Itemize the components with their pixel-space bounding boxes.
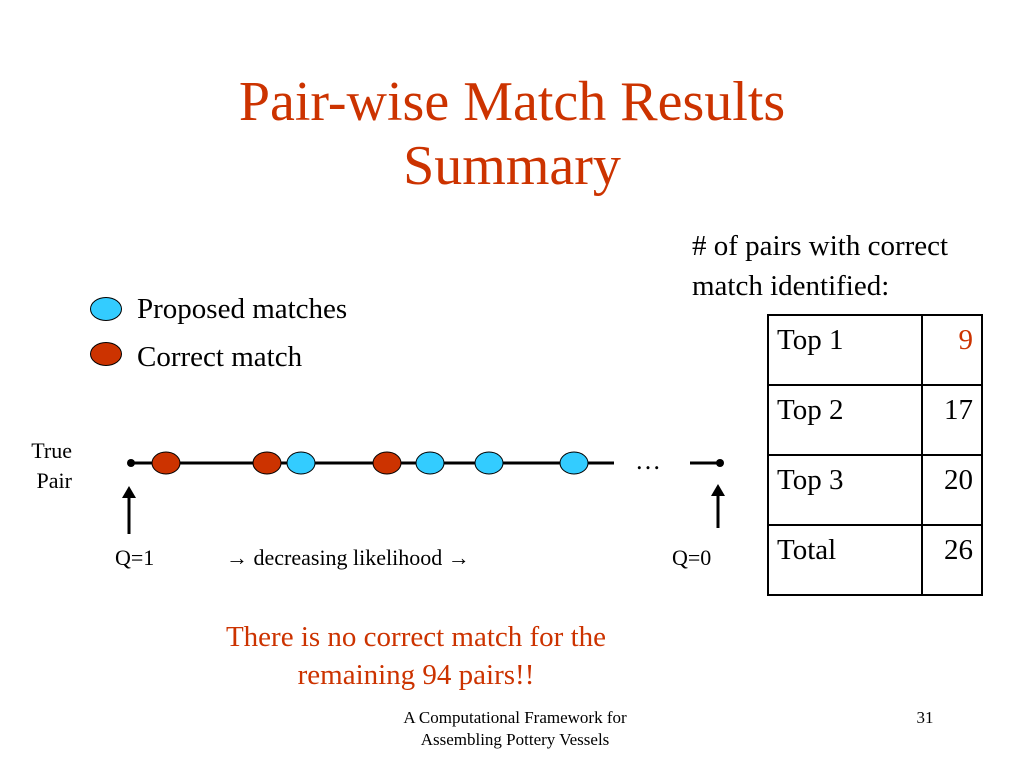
results-value-cell: 9 xyxy=(921,314,983,386)
proposed-match-dot xyxy=(415,451,445,475)
footer-line-1: A Computational Framework for xyxy=(403,708,627,727)
true-pair-line-1: True xyxy=(31,438,72,463)
true-pair-label: True Pair xyxy=(20,436,72,496)
direction-label: → decreasing likelihood → xyxy=(226,545,470,570)
q-start-arrowhead xyxy=(122,486,136,498)
slide-title-line-1: Pair-wise Match Results xyxy=(238,71,786,133)
match-sequence xyxy=(151,451,589,475)
q-end-arrowhead xyxy=(711,484,725,496)
correct-match-dot xyxy=(252,451,282,475)
ranking-end-point xyxy=(716,459,724,467)
page-number: 31 xyxy=(916,708,934,727)
results-value-cell: 26 xyxy=(921,524,983,596)
footer-line-2: Assembling Pottery Vessels xyxy=(420,730,610,749)
proposed-match-dot xyxy=(474,451,504,475)
results-value-cell: 20 xyxy=(921,454,983,526)
legend-proposed-label: Proposed matches xyxy=(137,293,348,325)
proposed-match-dot xyxy=(559,451,589,475)
correct-match-dot xyxy=(372,451,402,475)
slide-title-line-2: Summary xyxy=(403,135,621,197)
results-label-cell: Total xyxy=(767,524,923,596)
footer: A Computational Framework for Assembling… xyxy=(350,707,680,751)
true-pair-line-2: Pair xyxy=(36,468,72,493)
table-caption-line-1: # of pairs with correct xyxy=(692,230,949,262)
table-caption-line-2: match identified: xyxy=(692,270,890,302)
q-start-label: Q=1 xyxy=(115,545,155,570)
legend-correct-dot xyxy=(90,342,122,366)
table-caption: # of pairs with correct match identified… xyxy=(692,226,1012,306)
results-label-cell: Top 2 xyxy=(767,384,923,456)
results-value-cell: 17 xyxy=(921,384,983,456)
correct-match-dot xyxy=(151,451,181,475)
remark: There is no correct match for the remain… xyxy=(140,618,692,694)
ranking-start-point xyxy=(127,459,135,467)
remark-line-2: remaining 94 pairs!! xyxy=(297,659,535,691)
ranking-ellipsis: … xyxy=(635,446,661,475)
slide-title: Pair-wise Match Results Summary xyxy=(0,70,1024,198)
results-label-cell: Top 1 xyxy=(767,314,923,386)
q-end-label: Q=0 xyxy=(672,545,712,570)
remark-line-1: There is no correct match for the xyxy=(225,621,607,653)
results-label-cell: Top 3 xyxy=(767,454,923,526)
legend-proposed-dot xyxy=(90,297,122,321)
legend-correct-label: Correct match xyxy=(137,341,303,373)
proposed-match-dot xyxy=(286,451,316,475)
